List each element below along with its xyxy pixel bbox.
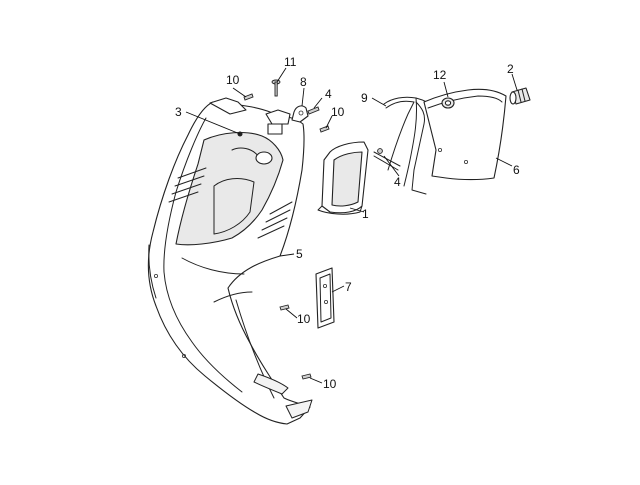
glovebox-knob [255,151,273,165]
part-2-knob [509,87,531,105]
bottom-tab [285,399,313,419]
part-11-screw [271,79,281,97]
leg-shield-rim [148,244,157,299]
part-8-bracket-clip [291,105,309,123]
callout-6: 6 [513,163,520,177]
glovebox-inner-wall [213,178,255,235]
right-vent-louvres [257,201,293,239]
part-10-screw-lower [301,373,312,380]
part-10-screw-upper-left [243,93,254,101]
callout-1: 1 [362,207,369,221]
leg-shield-crease [181,257,245,275]
leg-shield-inner-edge [163,117,243,393]
callout-10-lower: 10 [323,377,337,391]
callout-8: 8 [300,75,307,89]
part-12-grommet [441,97,455,109]
side-hole [153,273,158,278]
callout-4-lower: 4 [394,175,401,189]
callout-4-upper: 4 [325,87,332,101]
part-1-glovebox-cover [317,141,369,215]
leader-lines [185,67,518,384]
top-bracket-right [265,109,291,125]
callout-labels: 1 2 3 4 4 5 6 7 8 9 10 10 10 10 11 12 [175,55,520,391]
callout-5: 5 [296,247,303,261]
callout-9: 9 [361,91,368,105]
callout-7: 7 [345,280,352,294]
leg-shield-mid-crease [213,291,253,303]
top-bracket-block [267,123,283,135]
part-6-rear-panel [423,88,507,181]
glovebox-top-lip [231,147,259,157]
callout-10-upper-right: 10 [331,105,345,119]
part-4-screw-upper [307,106,320,115]
lower-hole [181,353,186,358]
left-vent-louvres [168,167,207,203]
part-4-screw-lower [373,148,401,171]
callout-3: 3 [175,105,182,119]
callout-10-mid: 10 [297,312,311,326]
top-bracket-left [209,97,247,115]
floor-tab [253,373,289,395]
callout-11: 11 [284,55,297,69]
part-7-plate [315,267,335,329]
callout-10-upper-left: 10 [226,73,240,87]
part-10-screw-mid [279,304,290,311]
part-10-screw-upper-right [319,125,330,133]
part-5-front-leg-shield [147,97,313,425]
callout-12: 12 [433,68,447,82]
callout-2: 2 [507,62,514,76]
